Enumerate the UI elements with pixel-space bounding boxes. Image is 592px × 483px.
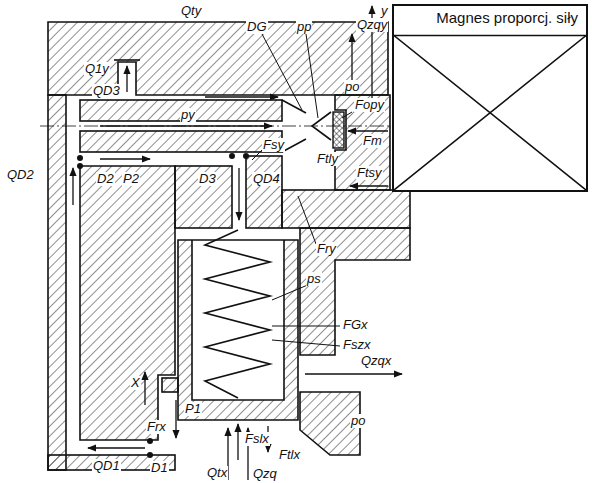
part-label: pp [296,20,312,34]
center-line [40,126,392,127]
leader-line [306,34,318,118]
part-label: D2 [96,172,115,186]
leader-line [262,34,302,110]
sleeve-lower [80,131,282,152]
leader-line [272,340,340,346]
part-label: Qzqy [356,18,388,32]
part-label: py [180,108,196,122]
seal-d3 [229,153,235,159]
part-label: Ftsy [356,166,383,180]
leader-line [272,326,340,327]
part-label: D1 [150,461,169,475]
part-label: Qty [180,4,202,18]
seal-d2 [77,155,83,161]
flow-arrow [100,125,272,126]
magnet-symbol [394,6,586,190]
seal-d4 [243,153,249,159]
right-body [300,228,410,355]
part-label: po [350,414,366,428]
part-label: Qzqx [360,354,392,368]
part-label: QD3 [92,84,121,98]
part-label: Frx [146,420,167,434]
main-spring [205,230,270,398]
part-label: Fsy [262,138,285,152]
port-outline [114,59,140,61]
part-label: Fm [362,134,383,148]
part-label: QD1 [92,459,121,473]
seal-d1 [147,438,153,444]
flow-arrow [305,373,402,374]
part-label: QD4 [252,172,281,186]
part-label: Ftly [316,152,339,166]
part-label: Fopy [354,98,385,112]
leader-line [298,196,316,244]
piston-step [162,378,178,392]
flow-arrow [88,447,145,448]
part-label: FGx [342,318,369,332]
flow-arrow [238,168,239,220]
left-wall [48,95,66,470]
force-arrow [175,400,176,438]
leader-line [272,284,310,300]
part-label: Fszx [342,338,371,352]
seal-d2 [77,163,83,169]
part-label: QD2 [6,168,35,182]
part-label: X [130,376,141,390]
part-label: Fry [316,242,337,256]
lower-left-block [80,166,175,440]
part-label: y [380,4,389,18]
main-piston [178,240,298,420]
part-label: P2 [122,172,140,186]
seat-block [282,190,410,228]
part-label: D3 [198,172,217,186]
part-label: P1 [184,402,202,416]
seal-d1 [147,452,153,458]
flow-arrow [72,168,73,205]
part-label: po [344,80,360,94]
force-arrow [348,130,388,131]
part-label: Q1y [84,62,110,76]
part-label: Qtx [206,466,228,480]
flow-arrow [100,158,150,159]
part-label: DG [246,20,268,34]
force-arrow [350,185,388,186]
magnet-cross [394,36,586,191]
middle-block [175,166,232,228]
flow-arrow [205,96,278,97]
leader-line [342,112,352,118]
magnet-box: Magnes proporcj. siły [392,4,588,192]
part-label: Ftlx [278,448,301,462]
magnet-title: Magnes proporcj. siły [394,6,586,28]
x-axis [144,372,145,405]
leader-line [252,150,262,160]
part-label: ps [306,272,322,286]
magnet-divider [394,35,586,37]
flow-arrow [126,66,127,92]
part-label: Qzq [252,467,278,481]
part-label: Fslx [244,432,270,446]
force-arrow [237,424,238,460]
middle-block-right [246,156,282,228]
